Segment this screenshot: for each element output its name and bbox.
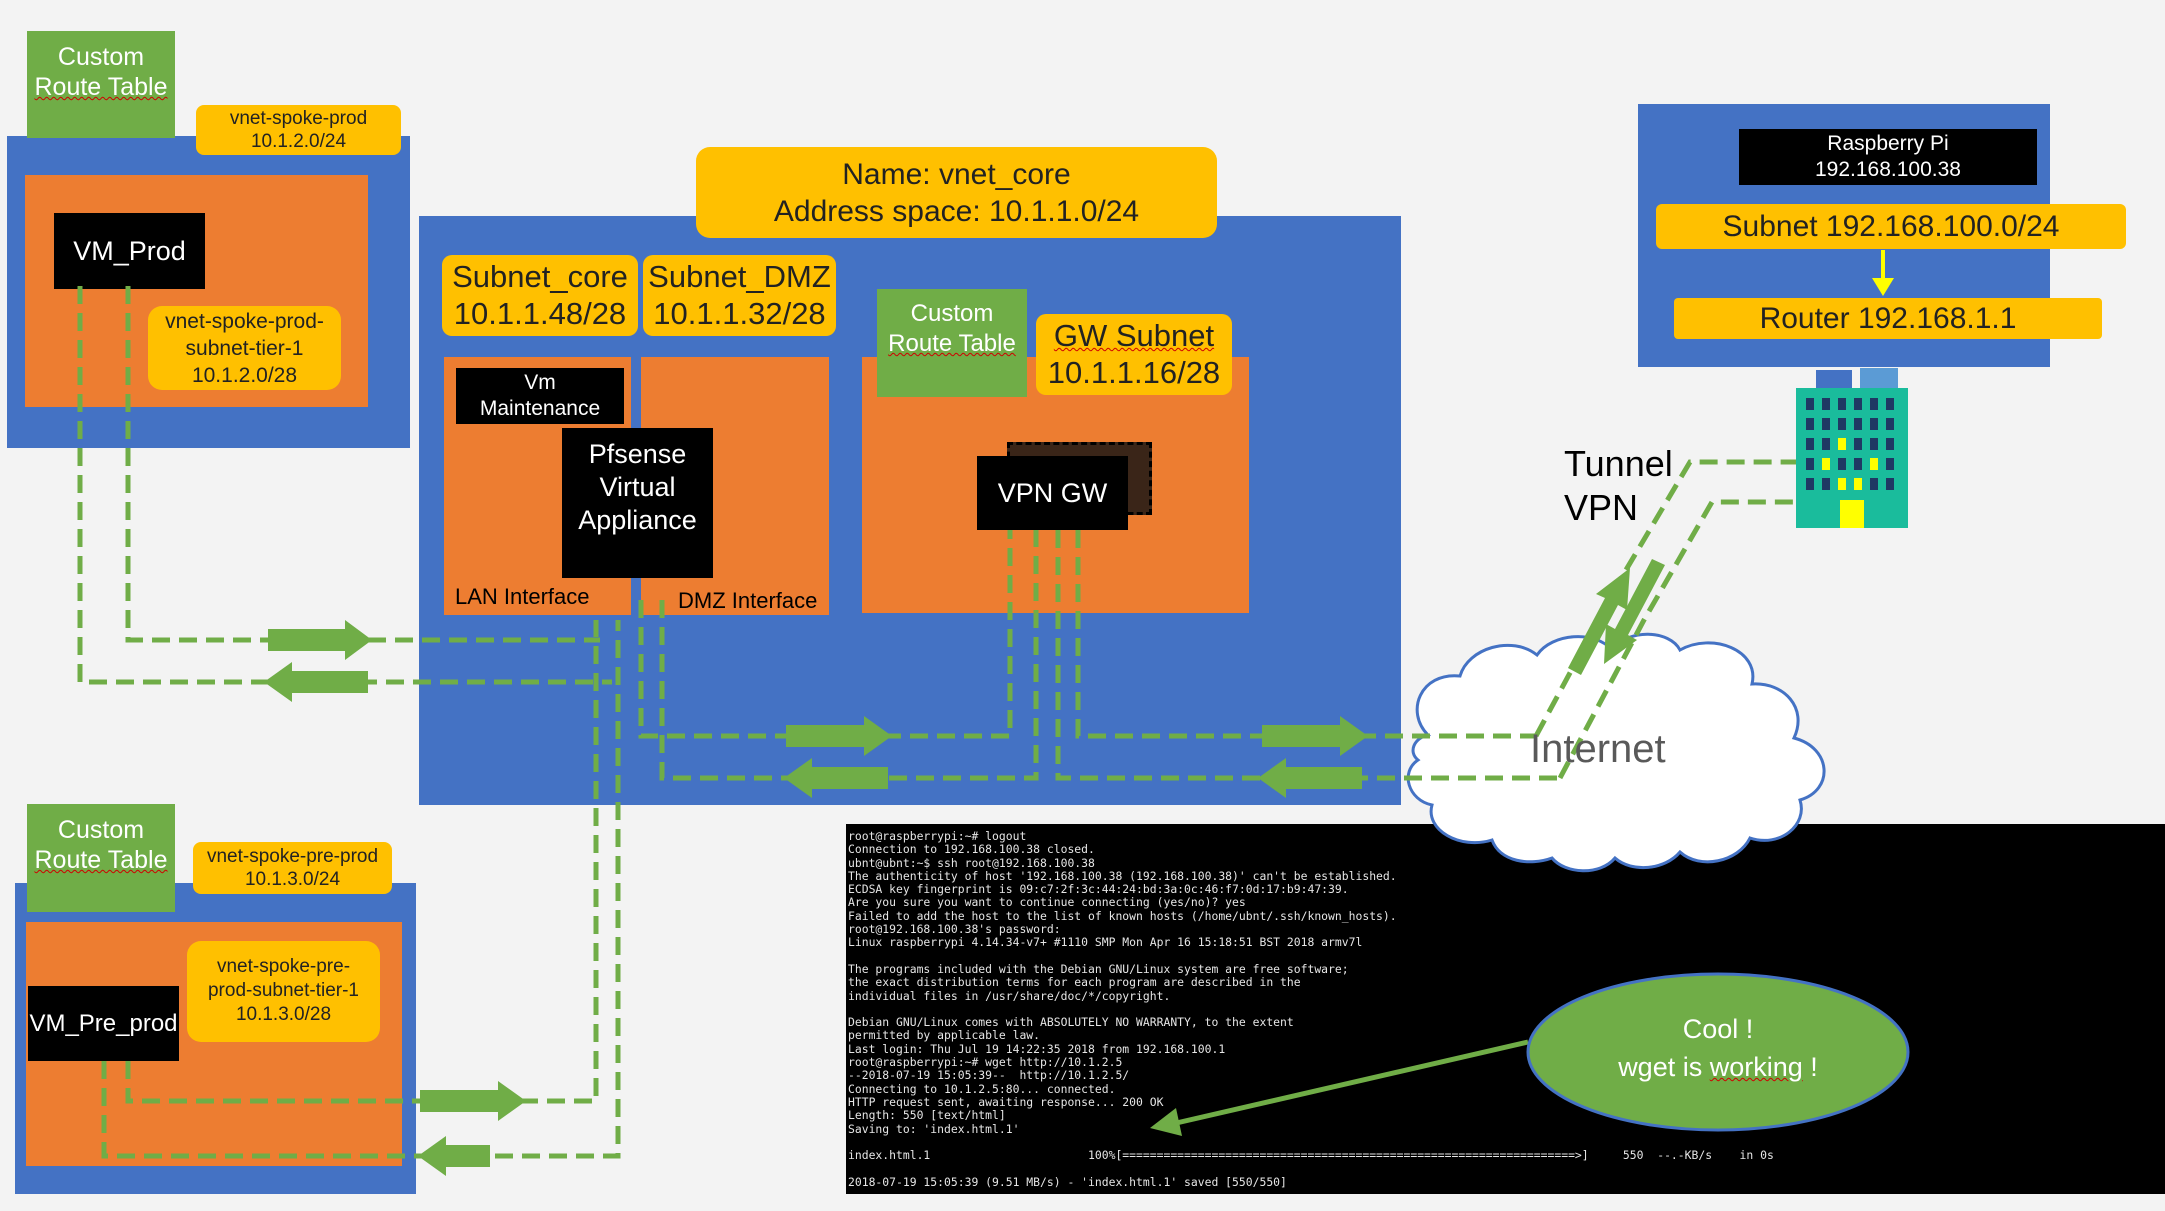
arrow-right-prod — [268, 620, 372, 660]
terminal-line: The programs included with the Debian GN… — [848, 961, 1349, 976]
terminal-line: ubnt@ubnt:~$ ssh root@192.168.100.38 — [848, 855, 1095, 870]
spoke-prod-vnet-label: vnet-spoke-prod 10.1.2.0/24 — [196, 105, 401, 155]
arrow-left-dmz — [784, 758, 888, 798]
terminal-line: ECDSA key fingerprint is 09:c7:2f:3c:44:… — [848, 882, 1349, 897]
spoke-preprod-subnet-label: vnet-spoke-pre- prod-subnet-tier-1 10.1.… — [187, 941, 380, 1042]
pfsense-appliance-box: Pfsense Virtual Appliance — [562, 428, 713, 578]
flow-gw-to-internet — [1075, 530, 1536, 739]
internet-cloud-icon — [1406, 632, 1826, 873]
terminal-line: permitted by applicable law. — [848, 1028, 1041, 1043]
raspberry-pi-box: Raspberry Pi 192.168.100.38 — [1739, 129, 2037, 185]
tunnel-vpn-label: Tunnel VPN — [1564, 443, 1673, 528]
terminal-line: Connecting to 10.1.2.5:80... connected. — [848, 1081, 1116, 1096]
terminal-line: individual files in /usr/share/doc/*/cop… — [848, 988, 1171, 1003]
vm-prod-box: VM_Prod — [54, 213, 205, 289]
callout-pointer-head — [1150, 1108, 1182, 1136]
flow-vmprod-return — [77, 286, 612, 685]
flow-vmprod-outbound — [125, 286, 600, 643]
vpn-gw-box: VPN GW — [977, 456, 1128, 530]
arrow-right-internet — [1262, 716, 1368, 756]
arrow-tunnel-down — [1604, 559, 1665, 664]
terminal-line: Saving to: 'index.html.1' — [848, 1121, 1020, 1136]
vm-preprod-box: VM_Pre_prod — [28, 986, 179, 1061]
callout-pointer — [1171, 1039, 1529, 1127]
arrow-left-prod — [264, 662, 368, 702]
building-icon — [1796, 368, 1908, 528]
subnet-dmz-label: Subnet_DMZ 10.1.1.32/28 — [643, 255, 836, 336]
terminal-line: root@raspberrypi:~# logout — [848, 829, 1027, 843]
terminal-line: The authenticity of host '192.168.100.38… — [848, 868, 1397, 883]
vnet-core-label: Name: vnet_core Address space: 10.1.1.0/… — [696, 147, 1217, 238]
flow-dmz-to-gw — [638, 530, 1013, 739]
onprem-down-arrow — [1872, 250, 1894, 296]
callout-text: Cool ! wget is working ! — [1618, 1014, 1818, 1082]
arrow-left-internet — [1258, 758, 1362, 798]
gw-subnet-label: GW Subnet 10.1.1.16/28 — [1036, 314, 1232, 395]
gw-route-table: Custom Route Table — [877, 289, 1027, 397]
spoke-preprod-vnet-label: vnet-spoke-pre-prod 10.1.3.0/24 — [193, 842, 392, 894]
dmz-interface-label: DMZ Interface — [678, 588, 818, 613]
terminal-line: Linux raspberrypi 4.14.34-v7+ #1110 SMP … — [848, 935, 1363, 950]
flow-vmpreprod-outbound — [125, 620, 599, 1104]
arrow-tunnel-up — [1568, 568, 1630, 675]
spoke-prod-subnet-label: vnet-spoke-prod- subnet-tier-1 10.1.2.0/… — [148, 306, 341, 390]
arrow-left-preprod — [418, 1136, 490, 1176]
terminal-line: Are you sure you want to continue connec… — [848, 895, 1246, 910]
callout-bubble — [1526, 972, 1910, 1132]
flow-tunnel-down — [1557, 499, 1804, 780]
terminal-line: Debian GNU/Linux comes with ABSOLUTELY N… — [848, 1015, 1294, 1030]
subnet-core-label: Subnet_core 10.1.1.48/28 — [442, 255, 638, 336]
terminal-line: Length: 550 [text/html] — [848, 1108, 1006, 1123]
flow-vmpreprod-return — [101, 620, 621, 1159]
onprem-subnet-label: Subnet 192.168.100.0/24 — [1656, 204, 2126, 249]
terminal-line: --2018-07-19 15:05:39-- http://10.1.2.5/ — [848, 1068, 1130, 1083]
spoke-preprod-route-table: Custom Route Table — [27, 804, 175, 912]
terminal-line: root@raspberrypi:~# wget http://10.1.2.5 — [848, 1055, 1123, 1070]
terminal-line: the exact distribution terms for each pr… — [848, 975, 1301, 990]
flow-internet-to-gw — [1055, 530, 1560, 781]
terminal-line: Last login: Thu Jul 19 14:22:35 2018 fro… — [848, 1041, 1226, 1056]
onprem-router-label: Router 192.168.1.1 — [1674, 298, 2102, 339]
terminal-line: Failed to add the host to the list of kn… — [848, 908, 1397, 923]
terminal-line: root@192.168.100.38's password: — [848, 922, 1061, 937]
arrow-right-preprod — [420, 1081, 526, 1121]
vm-maintenance-box: Vm Maintenance — [456, 368, 624, 424]
internet-label: Internet — [1530, 727, 1666, 771]
terminal-line: 2018-07-19 15:05:39 (9.51 MB/s) - 'index… — [848, 1174, 1287, 1189]
arrow-right-dmz — [786, 716, 892, 756]
terminal-line: HTTP request sent, awaiting response... … — [848, 1094, 1164, 1109]
spoke-prod-route-table: Custom Route Table — [27, 31, 175, 138]
terminal-line: index.html.1 100%[======================… — [848, 1148, 1774, 1163]
terminal-line: Connection to 192.168.100.38 closed. — [848, 842, 1095, 857]
lan-interface-label: LAN Interface — [455, 584, 590, 609]
